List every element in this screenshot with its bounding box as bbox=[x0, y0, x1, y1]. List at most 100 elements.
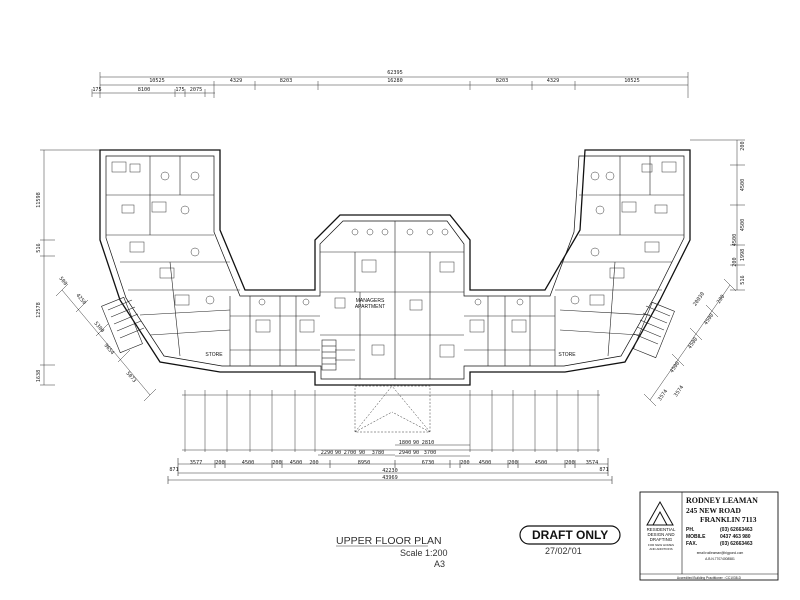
right-dimensions bbox=[643, 139, 745, 407]
dim-center-a: 2290 90 2700 90 3780 bbox=[321, 450, 385, 456]
dim-label: 3574 bbox=[586, 460, 599, 466]
room-label-managers: MANAGERS bbox=[356, 298, 385, 304]
dim-label: 516 bbox=[740, 275, 746, 284]
dim-label: 11598 bbox=[36, 192, 42, 208]
dim-label: 8100 bbox=[138, 87, 151, 93]
dim-label: 200 bbox=[460, 460, 469, 466]
dim-label: 200 bbox=[272, 460, 281, 466]
company-line2: DESIGN AND bbox=[647, 532, 674, 537]
email-text: email:rodleaman@bigpond.com bbox=[697, 551, 744, 555]
phone-value: (03) 62663463 bbox=[720, 527, 753, 533]
dim-label: 4500 bbox=[479, 460, 492, 466]
title-block: RESIDENTIAL DESIGN AND DRAFTING FOR NEW … bbox=[639, 491, 779, 581]
dim-label: 200 bbox=[716, 294, 726, 305]
dim-label: 10525 bbox=[149, 78, 165, 84]
balcony-posts bbox=[182, 390, 600, 452]
bottom-dimensions bbox=[167, 458, 613, 484]
dim-bottom-row1: 3577 200 4500 200 4500 200 8950 6730 200… bbox=[190, 460, 599, 466]
dim-top-row1: 10525 4329 8203 16280 8203 4329 10525 bbox=[149, 78, 640, 84]
dim-label: 200 bbox=[732, 257, 738, 266]
plan-title: UPPER FLOOR PLAN bbox=[336, 535, 442, 547]
dim-label: 2075 bbox=[190, 87, 203, 93]
fax-value: (03) 62663463 bbox=[720, 541, 753, 547]
dim-label: 8950 bbox=[358, 460, 371, 466]
entry-canopy bbox=[354, 385, 431, 433]
dim-label: 12578 bbox=[36, 302, 42, 318]
abn-text: A.B.N.77074008581 bbox=[705, 557, 735, 561]
dim-label: 3780 bbox=[372, 450, 385, 456]
mobile-value: 0437 463 980 bbox=[720, 534, 751, 540]
dim-right-871: 871 bbox=[599, 467, 608, 473]
dim-label: 90 bbox=[335, 450, 341, 456]
dim-label: 8203 bbox=[496, 78, 509, 84]
phone-label: PH. bbox=[686, 527, 695, 533]
dim-label: 200 bbox=[215, 460, 224, 466]
dim-right-vertical: 200 4500 4500 4500 1998 200 516 bbox=[732, 141, 746, 284]
dim-bottom-mid: 42230 bbox=[382, 468, 398, 474]
stairs-center bbox=[321, 339, 337, 371]
plan-scale: Scale 1:200 bbox=[400, 548, 448, 558]
company-line5: AND ADDITIONS bbox=[649, 547, 672, 551]
dim-label: 3577 bbox=[190, 460, 203, 466]
dim-label: 175 bbox=[92, 87, 101, 93]
dim-bottom-overall: 43969 bbox=[382, 475, 398, 481]
dim-label: 8203 bbox=[280, 78, 293, 84]
dim-label: 90 bbox=[413, 440, 419, 446]
accreditation-text: Accredited Building Practitioner : CC103… bbox=[677, 576, 742, 580]
draft-stamp-border bbox=[519, 525, 621, 545]
room-label-store-left: STORE bbox=[205, 352, 223, 358]
dim-label: 1998 bbox=[740, 249, 746, 262]
dim-label: 2700 bbox=[344, 450, 357, 456]
dim-label: 16280 bbox=[387, 78, 403, 84]
building-outline bbox=[99, 149, 691, 386]
stairs-left bbox=[101, 296, 145, 354]
dim-center-c: 2940 90 3700 bbox=[399, 450, 437, 456]
dim-label: 516 bbox=[36, 243, 42, 252]
drafter-name: RODNEY LEAMAN bbox=[686, 496, 758, 505]
dim-label: 200 bbox=[309, 460, 318, 466]
dim-label: 4500 bbox=[535, 460, 548, 466]
company-logo-icon bbox=[646, 500, 674, 526]
dim-label: 1638 bbox=[36, 370, 42, 383]
dim-label: 200 bbox=[740, 141, 746, 150]
fax-label: FAX. bbox=[686, 541, 698, 547]
dim-label: 90 bbox=[359, 450, 365, 456]
dim-label: 90 bbox=[413, 450, 419, 456]
center-walls bbox=[320, 221, 464, 379]
dim-label: 1800 bbox=[399, 440, 412, 446]
stairs-right bbox=[633, 301, 675, 359]
company-line3: DRAFTING bbox=[650, 537, 673, 542]
dim-center-b: 1800 90 2810 bbox=[399, 440, 435, 446]
dim-top-row2: 175 8100 175 2075 bbox=[92, 87, 202, 93]
dim-label: 4329 bbox=[547, 78, 560, 84]
dim-label: 4500 bbox=[290, 460, 303, 466]
draft-date: 27/02/'01 bbox=[545, 546, 582, 556]
dim-label: 10525 bbox=[624, 78, 640, 84]
room-label-apartment: APARTMENT bbox=[355, 304, 385, 310]
address-line2: FRANKLIN 7113 bbox=[700, 515, 757, 524]
furniture bbox=[111, 161, 677, 358]
company-line1: RESIDENTIAL bbox=[647, 527, 676, 532]
dim-label: 500 bbox=[57, 276, 68, 287]
dim-label: 4500 bbox=[740, 179, 746, 192]
dim-overall-top: 62395 bbox=[387, 70, 403, 76]
room-label-store-right: STORE bbox=[558, 352, 576, 358]
draft-stamp-text: DRAFT ONLY bbox=[532, 528, 608, 542]
dim-left-871: 871 bbox=[169, 467, 178, 473]
dim-label: 4500 bbox=[242, 460, 255, 466]
dim-label: 6730 bbox=[422, 460, 435, 466]
dim-label: 4500 bbox=[732, 234, 738, 247]
dim-label: 2290 bbox=[321, 450, 334, 456]
dim-label: 4329 bbox=[230, 78, 243, 84]
top-dimensions bbox=[91, 72, 689, 98]
left-dimensions bbox=[40, 149, 157, 402]
plan-sheet-size: A3 bbox=[434, 559, 445, 569]
dim-label: 200 bbox=[565, 460, 574, 466]
address-line1: 245 NEW ROAD bbox=[686, 506, 741, 515]
right-wing-walls bbox=[464, 156, 684, 366]
mobile-label: MOBILE bbox=[686, 534, 706, 540]
dim-label: 2810 bbox=[422, 440, 435, 446]
dim-label: 3700 bbox=[424, 450, 437, 456]
company-line4: FOR NEW HOMES bbox=[648, 543, 674, 547]
